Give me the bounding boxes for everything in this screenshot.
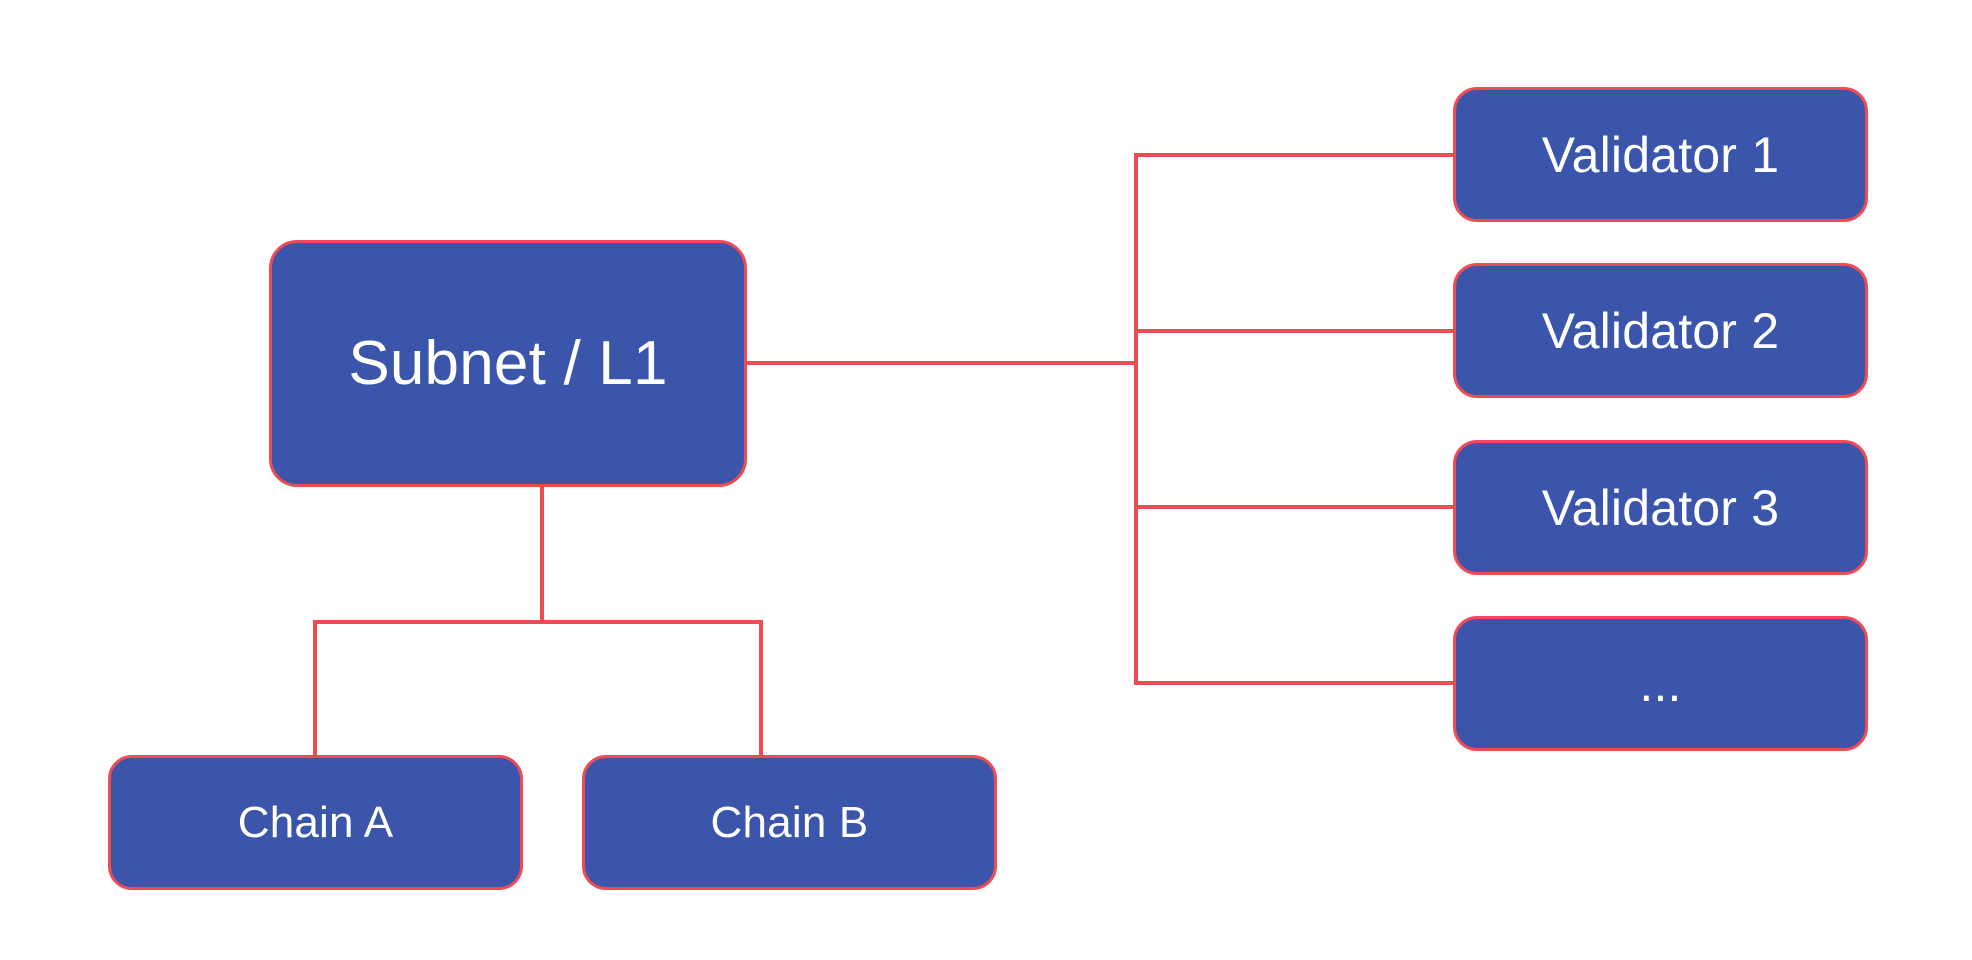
node-validator-3[interactable]: Validator 3 bbox=[1453, 440, 1868, 575]
edge-trunk-to-validator-1 bbox=[1134, 153, 1455, 157]
edge-subnet-stem bbox=[540, 485, 544, 624]
node-validator-2-label: Validator 2 bbox=[1541, 302, 1780, 359]
node-validator-more[interactable]: ... bbox=[1453, 616, 1868, 751]
node-validator-1[interactable]: Validator 1 bbox=[1453, 87, 1868, 222]
node-validator-more-label: ... bbox=[1639, 655, 1682, 712]
edge-bus-to-chain-b bbox=[759, 620, 763, 757]
node-chain-b[interactable]: Chain B bbox=[582, 755, 997, 890]
node-chain-a[interactable]: Chain A bbox=[108, 755, 523, 890]
edge-validator-trunk bbox=[1134, 153, 1138, 683]
edge-trunk-to-validator-2 bbox=[1134, 329, 1455, 333]
edge-chain-bus bbox=[313, 620, 763, 624]
node-validator-2[interactable]: Validator 2 bbox=[1453, 263, 1868, 398]
edge-subnet-to-validator-trunk bbox=[747, 361, 1138, 365]
edge-bus-to-chain-a bbox=[313, 620, 317, 757]
node-validator-1-label: Validator 1 bbox=[1541, 126, 1780, 183]
node-chain-a-label: Chain A bbox=[237, 797, 394, 847]
node-validator-3-label: Validator 3 bbox=[1541, 479, 1780, 536]
edge-trunk-to-validator-more bbox=[1134, 681, 1455, 685]
node-subnet-l1[interactable]: Subnet / L1 bbox=[269, 240, 747, 487]
node-chain-b-label: Chain B bbox=[710, 797, 869, 847]
node-subnet-l1-label: Subnet / L1 bbox=[348, 328, 668, 398]
edge-trunk-to-validator-3 bbox=[1134, 505, 1455, 509]
